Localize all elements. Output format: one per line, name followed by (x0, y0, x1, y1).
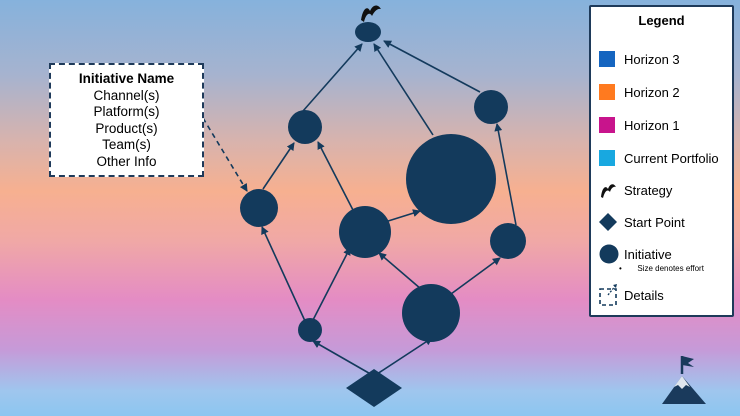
dashed-box-arrow-icon (599, 284, 617, 306)
initiative-node[interactable] (490, 223, 526, 259)
edge-b-to-e (450, 257, 501, 295)
current-portfolio-swatch (599, 150, 615, 166)
initiative-node[interactable] (288, 110, 322, 144)
legend-initiative-note: • Size denotes effort (619, 264, 704, 273)
initiative-node[interactable] (298, 318, 322, 342)
edge-g-to-top (373, 43, 434, 136)
details-box: Initiative Name Channel(s) Platform(s) P… (49, 63, 204, 177)
details-title: Initiative Name (78, 71, 175, 86)
initiative-node[interactable] (339, 206, 391, 258)
flag-icon (601, 184, 616, 198)
edge-h-to-top (383, 40, 481, 93)
edge-c-to-f (262, 142, 295, 190)
start-point-diamond[interactable] (346, 369, 402, 407)
strategy-node[interactable] (355, 22, 381, 42)
legend-label: Horizon 2 (624, 84, 680, 100)
legend-item-horizon-1: Horizon 1 (599, 117, 680, 133)
legend-item-start-point: Start Point (599, 213, 685, 231)
edge-e-to-h (494, 123, 517, 226)
legend-label: Horizon 3 (624, 51, 680, 67)
edges (202, 40, 517, 377)
legend-label: Current Portfolio (624, 150, 719, 166)
edge-f-to-top (302, 43, 363, 112)
edge-start-to-a (312, 340, 375, 377)
initiative-node[interactable] (402, 284, 460, 342)
initiative-node[interactable] (474, 90, 508, 124)
circle-icon (599, 244, 619, 264)
legend-item-horizon-2: Horizon 2 (599, 84, 680, 100)
initiative-node[interactable] (406, 134, 496, 224)
details-line: Platform(s) (93, 104, 160, 119)
legend-label: Details (624, 287, 664, 303)
details-line: Other Info (96, 153, 157, 169)
legend-label: Start Point (624, 214, 685, 230)
flag-icon (361, 5, 381, 22)
horizon-3-swatch (599, 51, 615, 67)
details-line: Product(s) (95, 120, 158, 136)
edge-start-to-b (373, 337, 433, 377)
edge-a-to-d (312, 247, 351, 321)
initiative-node[interactable] (240, 189, 278, 227)
legend-label: Initiative (624, 246, 672, 262)
legend-item-current-portfolio: Current Portfolio (599, 150, 719, 166)
edge-d-to-f (317, 141, 355, 213)
legend-label: Horizon 1 (624, 117, 680, 133)
legend: Legend Horizon 3 Horizon 2 Horizon 1 Cur… (589, 5, 734, 317)
nodes (240, 22, 526, 407)
legend-item-horizon-3: Horizon 3 (599, 51, 680, 67)
details-line: Channel(s) (93, 87, 160, 103)
details-line: Team(s) (102, 137, 151, 152)
edge-b-to-d (378, 252, 422, 290)
legend-title: Legend (638, 13, 685, 28)
horizon-2-swatch (599, 84, 615, 100)
edge-d-to-g (384, 209, 421, 223)
diamond-icon (599, 213, 617, 231)
legend-item-strategy: Strategy (599, 181, 672, 199)
horizon-1-swatch (599, 117, 615, 133)
legend-item-details: Details (599, 283, 664, 307)
legend-item-initiative: Initiative (599, 244, 672, 264)
details-pointer-arrow (202, 117, 248, 192)
mountain-flag-icon (662, 356, 706, 404)
legend-label: Strategy (624, 182, 673, 198)
edge-a-to-c (261, 226, 306, 322)
